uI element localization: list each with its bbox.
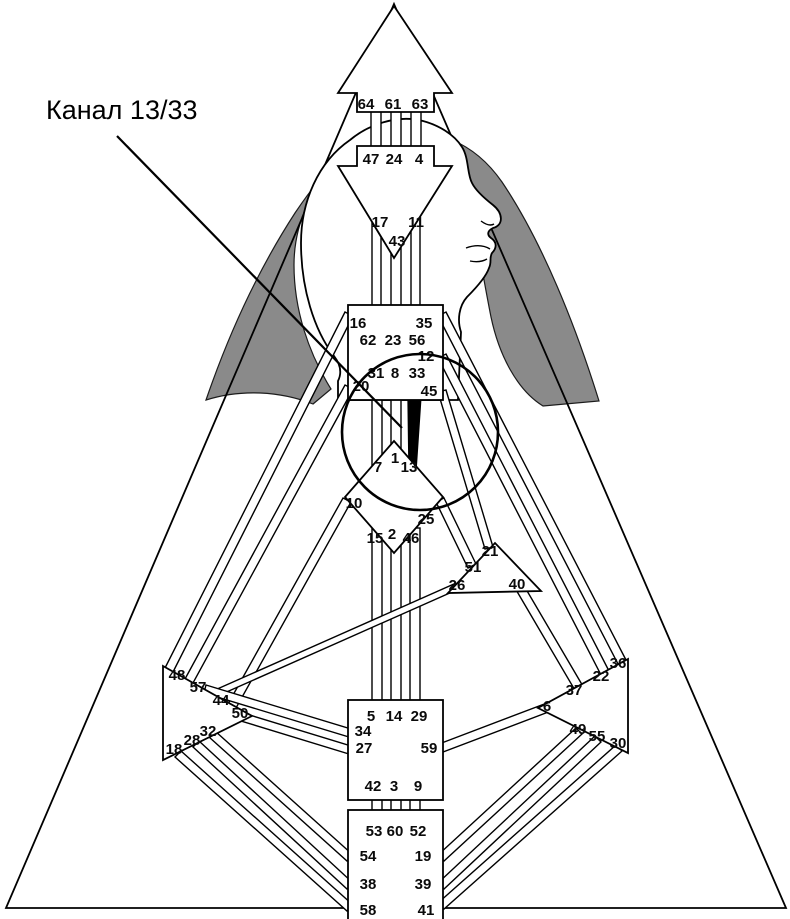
gate-58: 58 [360, 902, 377, 919]
gate-41: 41 [418, 902, 435, 919]
gate-42: 42 [365, 778, 382, 795]
gate-57: 57 [190, 679, 207, 696]
gate-60: 60 [387, 823, 404, 840]
center-sacral [347, 699, 444, 801]
gate-7: 7 [374, 459, 382, 476]
gate-43: 43 [389, 233, 406, 250]
channel-callout-label: Канал 13/33 [46, 95, 198, 125]
gate-27: 27 [356, 740, 373, 757]
callout-line [116, 135, 403, 429]
center-spleen [162, 664, 254, 762]
gate-22: 22 [593, 668, 610, 685]
channel-45-21 [437, 389, 494, 550]
channel-63-4 [410, 109, 422, 149]
gate-47: 47 [363, 151, 380, 168]
gate-40: 40 [509, 576, 526, 593]
center-root [347, 809, 444, 919]
gate-46: 46 [403, 530, 420, 547]
channel-25-51 [435, 497, 477, 569]
gate-51: 51 [465, 559, 482, 576]
gate-26: 26 [449, 577, 466, 594]
gate-3: 3 [390, 778, 398, 795]
center-g [343, 439, 445, 555]
channel-64-47 [370, 109, 382, 149]
gate-12: 12 [418, 348, 435, 365]
gate-36: 36 [610, 655, 627, 672]
gate-21: 21 [482, 543, 499, 560]
channels-layer [163, 109, 627, 912]
gate-49: 49 [570, 721, 587, 738]
gate-59: 59 [421, 740, 438, 757]
gate-13: 13 [401, 459, 418, 476]
gate-63: 63 [412, 96, 429, 113]
gate-55: 55 [589, 728, 606, 745]
gate-53: 53 [366, 823, 383, 840]
center-solar-plexus [536, 657, 629, 755]
gate-52: 52 [410, 823, 427, 840]
gate-56: 56 [409, 332, 426, 349]
gate-37: 37 [566, 682, 583, 699]
gate-2: 2 [388, 526, 396, 543]
gate-29: 29 [411, 708, 428, 725]
gate-24: 24 [386, 151, 403, 168]
gate-23: 23 [385, 332, 402, 349]
gate-15: 15 [367, 530, 384, 547]
gate-38: 38 [360, 876, 377, 893]
gate-32: 32 [200, 723, 217, 740]
channel-18-58 [173, 750, 355, 912]
gate-11: 11 [408, 214, 424, 231]
gate-17: 17 [372, 214, 389, 231]
channel-49-19 [436, 727, 584, 862]
center-throat [347, 304, 444, 401]
center-ajna [336, 145, 454, 260]
gate-61: 61 [385, 96, 402, 113]
gate-33: 33 [409, 365, 426, 382]
gate-19: 19 [415, 848, 432, 865]
gate-34: 34 [355, 723, 372, 740]
gate-64: 64 [358, 96, 375, 113]
gate-44: 44 [213, 692, 230, 709]
gate-4: 4 [415, 151, 424, 168]
gate-5: 5 [367, 708, 375, 725]
gate-10: 10 [346, 495, 363, 512]
gate-1: 1 [391, 450, 399, 467]
gate-18: 18 [166, 741, 183, 758]
gate-16: 16 [350, 315, 367, 332]
gate-62: 62 [360, 332, 377, 349]
gate-48: 48 [169, 667, 186, 684]
gate-50: 50 [232, 705, 249, 722]
face-details [465, 220, 495, 263]
highlight-circle [340, 352, 500, 512]
gate-35: 35 [416, 315, 433, 332]
center-heart [445, 541, 544, 594]
channel-28-38 [191, 740, 355, 890]
center-head [336, 4, 454, 113]
channel-40-37 [514, 583, 585, 693]
gate-14: 14 [386, 708, 403, 725]
gate-9: 9 [414, 778, 422, 795]
gate-25: 25 [418, 511, 435, 528]
gate-6: 6 [543, 698, 551, 715]
channel-61-24 [390, 109, 402, 149]
gate-8: 8 [391, 365, 399, 382]
channel-46-29 [409, 527, 421, 709]
gate-54: 54 [360, 848, 377, 865]
centers-layer [162, 4, 629, 919]
gate-28: 28 [184, 732, 201, 749]
gate-39: 39 [415, 876, 432, 893]
gate-45: 45 [421, 383, 438, 400]
channel-59-6 [438, 702, 552, 753]
gate-numbers-layer: 6461634724417431116356223561231833204517… [166, 96, 627, 919]
channel-55-39 [436, 735, 603, 890]
gate-30: 30 [610, 735, 627, 752]
